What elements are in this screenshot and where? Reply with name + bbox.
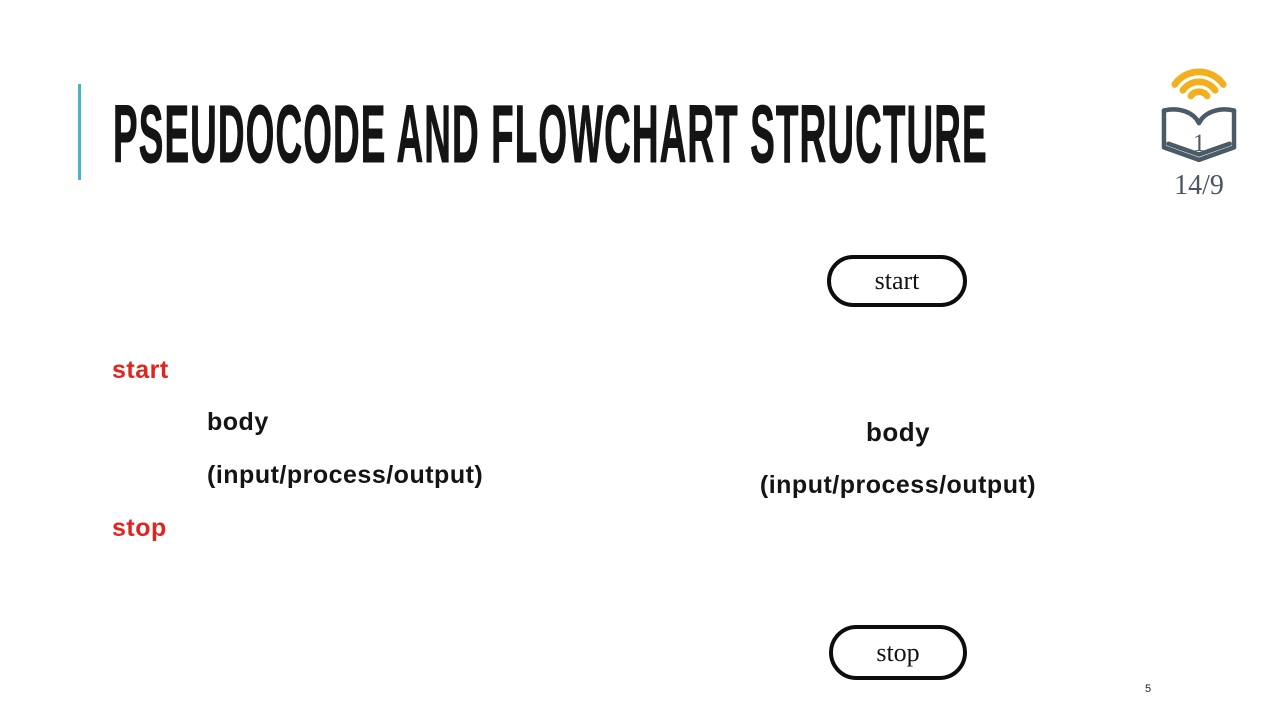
wifi-arcs-icon (1171, 68, 1227, 100)
page-number: 5 (1144, 683, 1152, 695)
pseudocode-stop: stop (112, 514, 167, 542)
logo-book-number: 1 (1193, 130, 1206, 157)
flowchart-stop-terminal: stop (829, 625, 967, 680)
open-book-icon (1161, 107, 1237, 163)
book-wifi-logo-icon: 1 (1161, 68, 1237, 163)
flowchart-body-sublabel: (input/process/output) (759, 471, 1037, 499)
flowchart-stop-label: stop (876, 637, 920, 667)
logo-caption: 14/9 (1174, 170, 1224, 201)
logo: 1 (1154, 62, 1244, 168)
flowchart-start-label: start (874, 266, 920, 295)
pseudocode-io: (input/process/output) (207, 461, 484, 489)
flowchart-body-label: body (865, 417, 931, 447)
page-title: PSEUDOCODE AND FLOWCHART STRUCTURE (113, 89, 988, 180)
pseudocode-body: body (207, 408, 269, 436)
flowchart-start-terminal: start (827, 255, 967, 307)
title-accent-bar (78, 84, 81, 180)
pseudocode-start: start (112, 356, 169, 384)
